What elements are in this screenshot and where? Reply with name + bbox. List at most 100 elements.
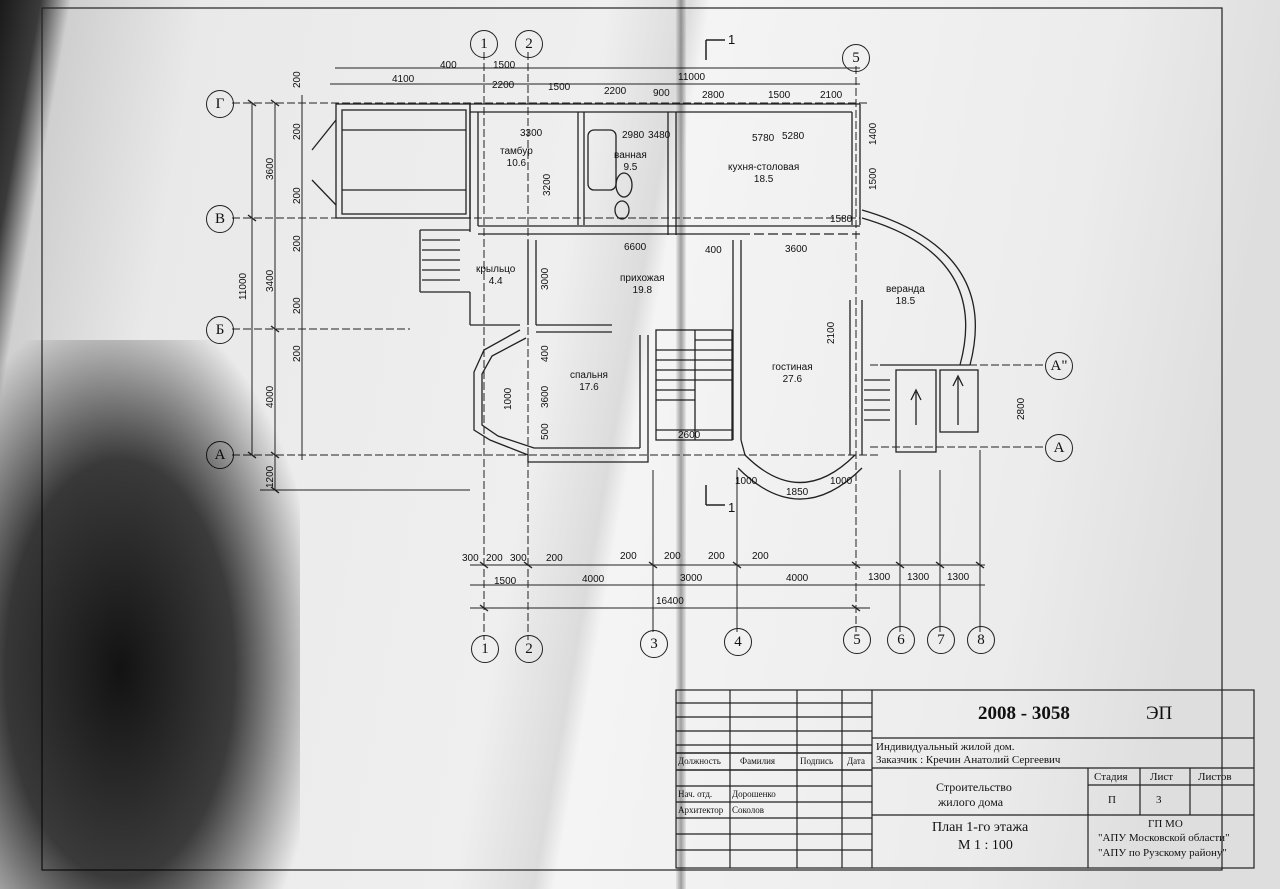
dim-inner: 500 bbox=[540, 423, 551, 440]
dim-left: 200 bbox=[292, 345, 303, 362]
dim-left: 3400 bbox=[265, 269, 276, 292]
dim-top: 2200 bbox=[604, 86, 627, 97]
dim-top: 3300 bbox=[520, 128, 543, 139]
dim-left: 200 bbox=[292, 123, 303, 140]
stage-header: Стадия bbox=[1094, 771, 1128, 783]
sheet-value: 3 bbox=[1156, 794, 1162, 806]
dim-bottom: 200 bbox=[664, 551, 681, 562]
dim-inner: 1000 bbox=[503, 387, 514, 410]
col-sign: Подпись bbox=[800, 756, 834, 766]
dim-bottom: 1500 bbox=[494, 576, 517, 587]
dim-bottom-total: 16400 bbox=[656, 596, 684, 607]
row1-role: Нач. отд. bbox=[678, 789, 713, 799]
dim-top: 1500 bbox=[493, 60, 516, 71]
dim-top: 1500 bbox=[768, 90, 791, 101]
axis-label-2-bottom: 2 bbox=[515, 635, 543, 663]
axis-label-8-bottom: 8 bbox=[967, 626, 995, 654]
axis-label-4-bottom: 4 bbox=[724, 628, 752, 656]
room-area: 4.4 bbox=[488, 276, 503, 287]
dim-bottom: 4000 bbox=[582, 574, 605, 585]
dim-inner: 3600 bbox=[785, 244, 808, 255]
dim-inner: 1400 bbox=[868, 122, 879, 145]
axis-label-1-bottom: 1 bbox=[471, 635, 499, 663]
sheet-header: Лист bbox=[1150, 771, 1174, 783]
room-area: 18.5 bbox=[753, 174, 774, 185]
axis-label-b: Б bbox=[206, 316, 234, 344]
room-name: ванная bbox=[614, 150, 647, 161]
axis-label-a2-right: А" bbox=[1045, 352, 1073, 380]
dim-top: 3480 bbox=[648, 130, 671, 141]
dim-inner: 2600 bbox=[678, 430, 701, 441]
room-name: прихожая bbox=[620, 273, 665, 284]
dim-bottom: 200 bbox=[486, 553, 503, 564]
room-name: крыльцо bbox=[476, 264, 516, 275]
object-line-1: Индивидуальный жилой дом. bbox=[876, 741, 1015, 753]
dim-top: 2200 bbox=[492, 80, 515, 91]
dim-left: 3600 bbox=[265, 157, 276, 180]
axis-label-1-top: 1 bbox=[470, 30, 498, 58]
dim-left: 200 bbox=[292, 71, 303, 88]
project-line-2: жилого дома bbox=[938, 795, 1004, 809]
plan-scale: М 1 : 100 bbox=[958, 838, 1013, 853]
dim-inner: 1500 bbox=[868, 167, 879, 190]
plan-title: План 1-го этажа bbox=[932, 820, 1029, 835]
room-area: 18.5 bbox=[895, 296, 916, 307]
axis-label-3-bottom: 3 bbox=[640, 630, 668, 658]
dim-top: 2800 bbox=[702, 90, 725, 101]
dim-top: 900 bbox=[653, 88, 670, 99]
dim-inner: 6600 bbox=[624, 242, 647, 253]
axis-label-5-top: 5 bbox=[842, 44, 870, 72]
row2-role: Архитектор bbox=[678, 805, 724, 815]
dim-top: 4100 bbox=[392, 74, 415, 85]
room-name: тамбур bbox=[500, 146, 533, 157]
room-area: 9.5 bbox=[623, 162, 638, 173]
axis-label-g: Г bbox=[206, 90, 234, 118]
room-area: 17.6 bbox=[579, 382, 599, 393]
room-area: 19.8 bbox=[632, 285, 653, 296]
dim-top: 1500 bbox=[548, 82, 571, 93]
dim-bottom: 200 bbox=[620, 551, 637, 562]
section-mark-bottom: 1 bbox=[728, 500, 736, 515]
dim-bottom: 200 bbox=[708, 551, 725, 562]
room-name: веранда bbox=[886, 284, 925, 295]
dim-top: 2980 bbox=[622, 130, 645, 141]
object-line-2: Заказчик : Кречин Анатолий Сергеевич bbox=[876, 754, 1061, 766]
row1-name: Дорошенко bbox=[732, 789, 776, 799]
dim-left: 200 bbox=[292, 187, 303, 204]
dim-inner: 2100 bbox=[826, 321, 837, 344]
dim-inner: 3000 bbox=[540, 267, 551, 290]
dim-bottom: 1300 bbox=[868, 572, 891, 583]
dim-bottom: 300 bbox=[462, 553, 479, 564]
axis-label-a-right: А bbox=[1045, 434, 1073, 462]
dim-inner: 1850 bbox=[786, 487, 809, 498]
drawing-code: 2008 - 3058 bbox=[978, 703, 1070, 724]
axis-label-7-bottom: 7 bbox=[927, 626, 955, 654]
col-role: Должность bbox=[678, 756, 721, 766]
dim-top: 400 bbox=[440, 60, 457, 71]
room-name: кухня-столовая bbox=[728, 162, 800, 173]
dim-bottom: 1300 bbox=[947, 572, 970, 583]
col-surname: Фамилия bbox=[740, 756, 776, 766]
dim-bottom: 300 bbox=[510, 553, 527, 564]
axis-label-6-bottom: 6 bbox=[887, 626, 915, 654]
dim-top: 2100 bbox=[820, 90, 843, 101]
org-line-1: ГП МО bbox=[1148, 818, 1183, 830]
dim-left: 11000 bbox=[238, 272, 249, 300]
dim-top: 5780 bbox=[752, 133, 775, 144]
project-line-1: Строительство bbox=[936, 780, 1012, 794]
room-name: гостиная bbox=[772, 362, 813, 373]
dim-inner: 1000 bbox=[735, 476, 758, 487]
dim-bottom: 4000 bbox=[786, 573, 809, 584]
section-mark-top: 1 bbox=[728, 32, 736, 47]
dim-inner: 400 bbox=[540, 345, 551, 362]
dim-inner: 400 bbox=[705, 245, 722, 256]
